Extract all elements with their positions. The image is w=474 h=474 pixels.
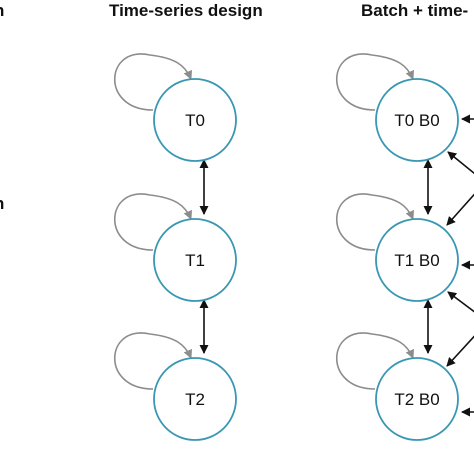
node-t0-b0: T0 B0 <box>375 78 459 162</box>
batch-time-heading: Batch + time- <box>361 1 469 20</box>
node-t0: T0 <box>153 78 237 162</box>
self-loop-t2-b0 <box>336 332 414 390</box>
self-loop-t1-b0 <box>336 193 414 251</box>
self-loop-t0-b0 <box>336 53 414 111</box>
left-column-heading-fragment: n <box>0 0 4 22</box>
node-label: T0 B0 <box>394 111 439 130</box>
self-loop-t0 <box>114 53 192 111</box>
edge-right-to-t2b0-a <box>446 335 474 367</box>
node-label: T1 B0 <box>394 251 439 270</box>
self-loop-t1 <box>114 193 192 251</box>
node-label: T1 <box>185 251 205 270</box>
node-label: T2 B0 <box>394 390 439 409</box>
batch-column: T0 B0 T1 B0 T2 B0 <box>336 53 474 441</box>
node-t1: T1 <box>153 218 237 302</box>
edge-right-to-t1b0-c <box>447 291 474 313</box>
left-column-label-fragment: n <box>0 193 4 215</box>
node-label: T2 <box>185 390 205 409</box>
edge-right-to-t0b0-b <box>447 151 474 175</box>
node-t2-b0: T2 B0 <box>375 357 459 441</box>
timeseries-design-heading: Time-series design <box>109 1 263 20</box>
node-t1-b0: T1 B0 <box>375 218 459 302</box>
node-t2: T2 <box>153 357 237 441</box>
node-label: T0 <box>185 111 205 130</box>
edge-right-to-t1b0-a <box>446 193 474 226</box>
self-loop-t2 <box>114 332 192 390</box>
timeseries-column: T0 T1 T2 <box>114 53 237 441</box>
